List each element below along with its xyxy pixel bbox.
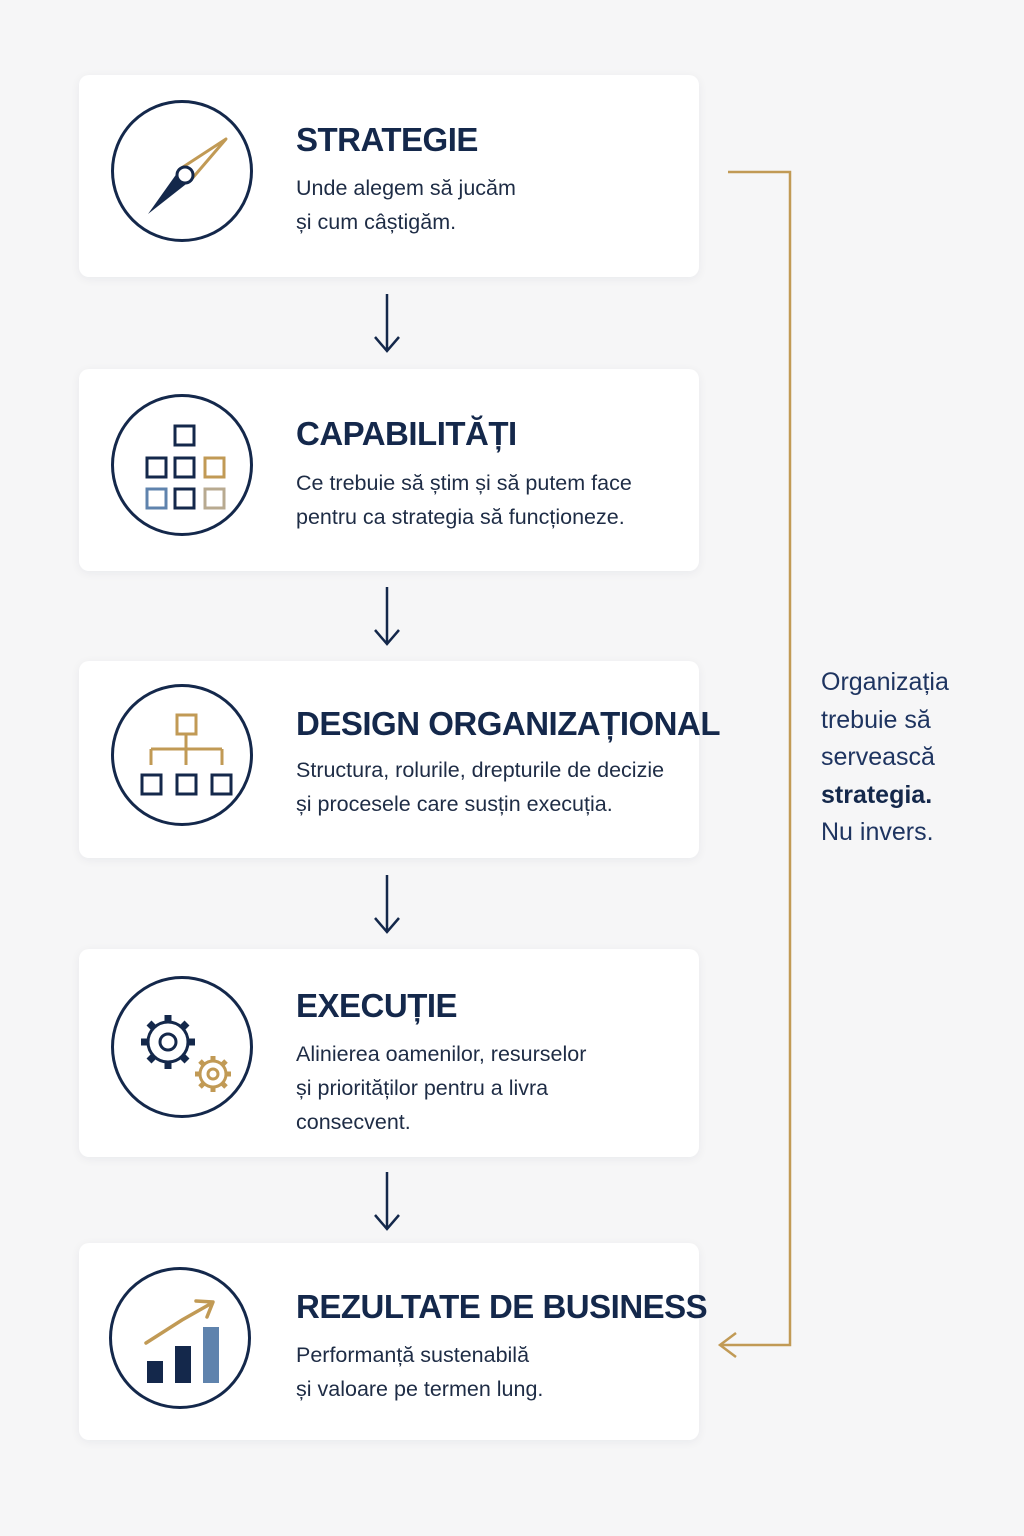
step-description: Unde alegem să jucăm și cum câștigăm. — [296, 176, 516, 234]
step-title: EXECUȚIE — [296, 987, 458, 1024]
step-description: Structura, rolurile, drepturile de deciz… — [296, 758, 665, 816]
step-description: Alinierea oamenilor, resurselor și prior… — [296, 1042, 587, 1134]
step-description: Ce trebuie să știm și să putem face pent… — [296, 471, 632, 529]
step-card-strategy: STRATEGIE Unde alegem să jucăm și cum câ… — [79, 75, 699, 277]
compass-icon — [111, 100, 253, 242]
down-arrow-icon — [374, 875, 400, 934]
org-chart-icon — [111, 684, 253, 826]
step-description: Performanță sustenabilă și valoare pe te… — [296, 1343, 544, 1401]
grid-blocks-icon — [111, 394, 253, 536]
step-card-org-design: DESIGN ORGANIZAȚIONAL Structura, roluril… — [79, 661, 721, 858]
step-title: CAPABILITĂȚI — [296, 415, 517, 452]
emphasis-text: strategia. — [821, 780, 933, 809]
step-card-capabilities: CAPABILITĂȚI Ce trebuie să știm și să pu… — [79, 369, 699, 571]
step-title: DESIGN ORGANIZAȚIONAL — [296, 705, 721, 742]
down-arrow-icon — [374, 1172, 400, 1231]
gears-icon — [111, 976, 253, 1118]
side-note: Organizația trebuie să servească strateg… — [821, 668, 949, 846]
growth-chart-icon — [109, 1267, 251, 1409]
step-title: REZULTATE DE BUSINESS — [296, 1288, 708, 1325]
down-arrow-icon — [374, 587, 400, 646]
step-card-execution: EXECUȚIE Alinierea oamenilor, resurselor… — [79, 949, 699, 1157]
down-arrow-icon — [374, 294, 400, 353]
step-card-business-results: REZULTATE DE BUSINESS Performanță susten… — [79, 1243, 708, 1440]
feedback-loop-arrow — [717, 170, 792, 1358]
step-title: STRATEGIE — [296, 121, 478, 158]
